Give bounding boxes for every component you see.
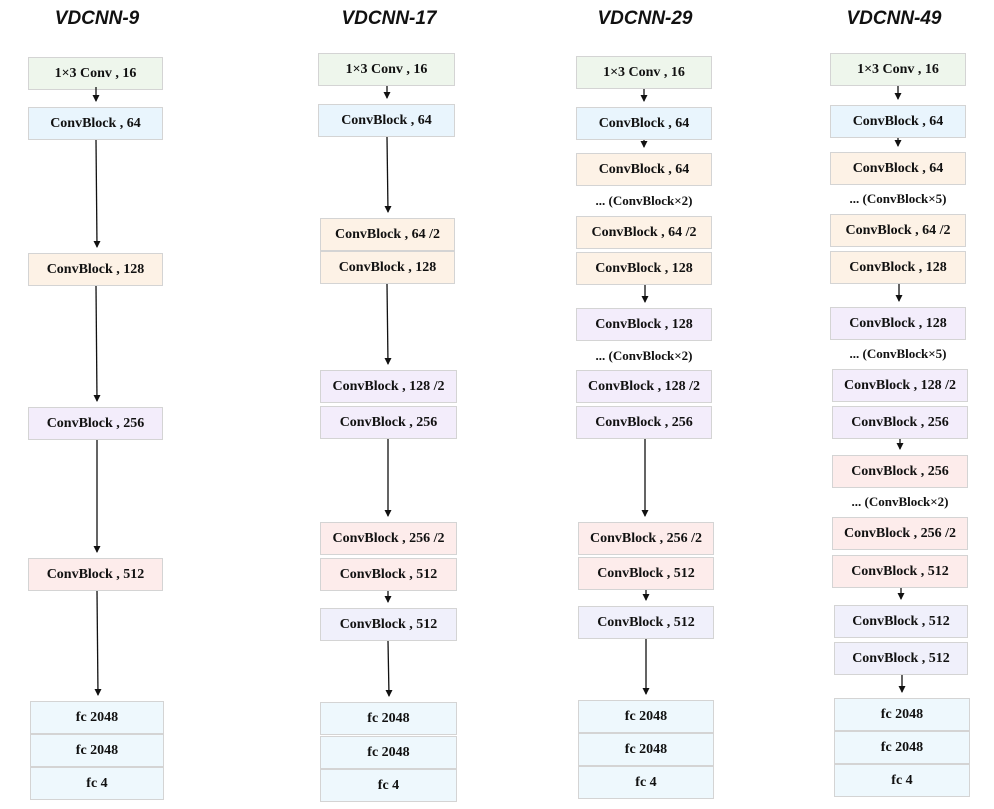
conv-block: ConvBlock , 512 [832, 555, 968, 588]
conv-block: ConvBlock , 64 [830, 152, 966, 185]
conv-block: ConvBlock , 64 /2 [830, 214, 966, 247]
conv-block: ConvBlock , 64 [28, 107, 163, 140]
conv-block: ConvBlock , 128 [830, 251, 966, 284]
title-vdcnn-29: VDCNN-29 [597, 8, 693, 29]
repeat-note: ... (ConvBlock×5) [849, 346, 947, 361]
fc-layer: fc 2048 [578, 700, 714, 733]
fc-layer: fc 4 [320, 769, 457, 802]
fc-layer: fc 2048 [30, 734, 164, 767]
conv-block: 1×3 Conv , 16 [830, 53, 966, 86]
conv-block: 1×3 Conv , 16 [28, 57, 163, 90]
fc-layer: fc 2048 [834, 731, 970, 764]
conv-block: ConvBlock , 128 [576, 252, 712, 285]
repeat-note: ... (ConvBlock×2) [851, 494, 949, 509]
conv-block: ConvBlock , 512 [320, 558, 457, 591]
arrow [93, 285, 101, 402]
conv-block: ConvBlock , 256 /2 [320, 522, 457, 555]
fc-layer: fc 2048 [578, 733, 714, 766]
conv-block: 1×3 Conv , 16 [318, 53, 455, 86]
conv-block: ConvBlock , 256 /2 [578, 522, 714, 555]
conv-block: ConvBlock , 128 /2 [320, 370, 457, 403]
conv-block: ConvBlock , 256 [320, 406, 457, 439]
conv-block: ConvBlock , 512 [578, 557, 714, 590]
conv-block: ConvBlock , 512 [834, 642, 968, 675]
repeat-note: ... (ConvBlock×5) [849, 191, 947, 206]
conv-block: ConvBlock , 512 [578, 606, 714, 639]
fc-layer: fc 4 [834, 764, 970, 797]
conv-block: ConvBlock , 256 /2 [832, 517, 968, 550]
conv-block: ConvBlock , 128 [576, 308, 712, 341]
conv-block: ConvBlock , 64 [318, 104, 455, 137]
conv-block: ConvBlock , 128 [830, 307, 966, 340]
conv-block: ConvBlock , 64 /2 [576, 216, 712, 249]
conv-block: ConvBlock , 128 /2 [576, 370, 712, 403]
conv-block: ConvBlock , 512 [28, 558, 163, 591]
fc-layer: fc 2048 [834, 698, 970, 731]
fc-layer: fc 2048 [320, 702, 457, 735]
conv-block: 1×3 Conv , 16 [576, 56, 712, 89]
arrow [384, 136, 392, 213]
conv-block: ConvBlock , 64 /2 [320, 218, 455, 251]
arrow [385, 640, 393, 697]
fc-layer: fc 2048 [30, 701, 164, 734]
repeat-note: ... (ConvBlock×2) [595, 193, 693, 208]
fc-layer: fc 2048 [320, 736, 457, 769]
fc-layer: fc 4 [30, 767, 164, 800]
conv-block: ConvBlock , 64 [830, 105, 966, 138]
conv-block: ConvBlock , 64 [576, 107, 712, 140]
arrow [93, 139, 101, 248]
arrow [384, 283, 392, 365]
conv-block: ConvBlock , 512 [834, 605, 968, 638]
arrow [94, 590, 102, 696]
conv-block: ConvBlock , 128 [320, 251, 455, 284]
conv-block: ConvBlock , 128 /2 [832, 369, 968, 402]
conv-block: ConvBlock , 256 [832, 455, 968, 488]
title-vdcnn-9: VDCNN-9 [54, 8, 140, 29]
conv-block: ConvBlock , 256 [576, 406, 712, 439]
conv-block: ConvBlock , 64 [576, 153, 712, 186]
title-vdcnn-49: VDCNN-49 [846, 8, 942, 29]
repeat-note: ... (ConvBlock×2) [595, 348, 693, 363]
conv-block: ConvBlock , 512 [320, 608, 457, 641]
conv-block: ConvBlock , 256 [28, 407, 163, 440]
fc-layer: fc 4 [578, 766, 714, 799]
conv-block: ConvBlock , 128 [28, 253, 163, 286]
conv-block: ConvBlock , 256 [832, 406, 968, 439]
title-vdcnn-17: VDCNN-17 [341, 8, 437, 29]
